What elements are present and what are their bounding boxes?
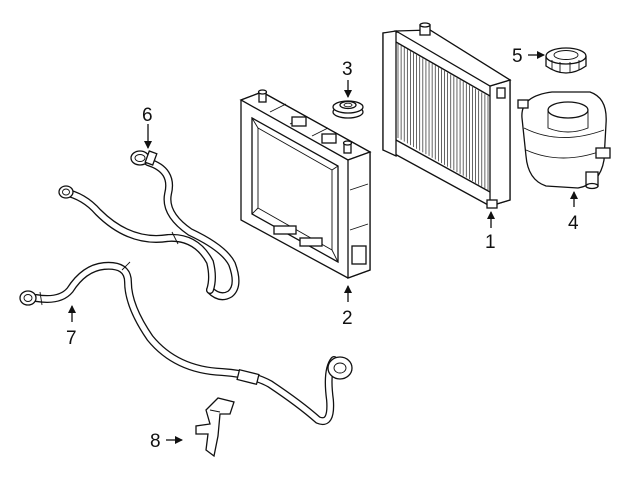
callout-8: 8 — [150, 431, 161, 452]
callout-2: 2 — [342, 308, 353, 329]
callout-leaders — [68, 51, 578, 444]
grommet — [332, 100, 364, 119]
callout-7: 7 — [66, 328, 77, 349]
expansion-tank — [517, 91, 611, 190]
radiator — [382, 22, 512, 209]
callout-3: 3 — [342, 59, 353, 80]
radiator-core-fins — [397, 44, 489, 190]
upper-hose — [58, 150, 240, 301]
callout-1: 1 — [485, 232, 496, 253]
callout-6: 6 — [142, 105, 153, 126]
callout-5: 5 — [512, 46, 523, 67]
hose-bracket — [195, 397, 235, 458]
lower-hose — [19, 261, 353, 425]
callout-4: 4 — [568, 213, 579, 234]
callout-labels: 1 2 3 4 5 6 7 8 — [66, 46, 579, 452]
reservoir-cap — [545, 47, 587, 74]
radiator-frame — [239, 89, 372, 279]
